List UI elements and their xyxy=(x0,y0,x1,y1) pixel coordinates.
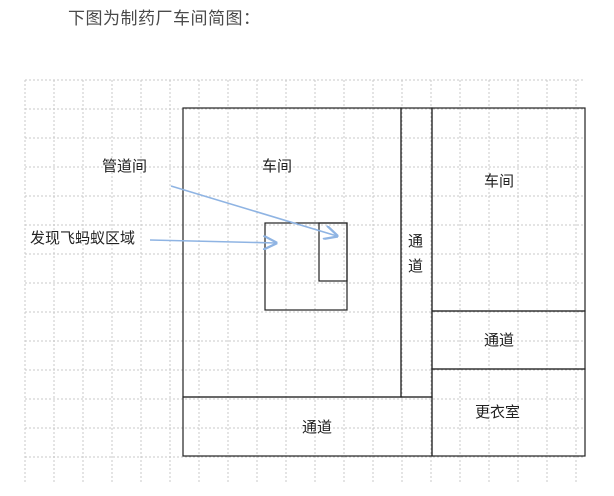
corridor-vertical-outline xyxy=(400,107,433,398)
arrow-pipe-room xyxy=(170,185,337,236)
label-workshop-right: 车间 xyxy=(484,172,514,190)
background-grid xyxy=(24,79,585,484)
label-corridor-vertical-2: 道 xyxy=(408,257,423,275)
mosquito-area-box xyxy=(318,222,348,282)
floor-plan-walls xyxy=(182,107,586,457)
left-building-outline xyxy=(182,107,402,398)
label-mosquito-area: 发现飞蚂蚁区域 xyxy=(30,229,135,247)
page-title: 下图为制药厂车间简图： xyxy=(68,9,261,29)
label-corridor-right: 通道 xyxy=(484,331,514,349)
label-changing-room: 更衣室 xyxy=(475,403,520,421)
bottom-corridor-outline xyxy=(182,396,433,457)
label-pipe-room: 管道间 xyxy=(102,157,147,175)
label-corridor-bottom: 通道 xyxy=(302,418,332,436)
label-corridor-vertical-1: 通 xyxy=(408,232,423,250)
arrows xyxy=(149,185,337,243)
label-workshop-left: 车间 xyxy=(262,157,292,175)
arrow-mosquito-area xyxy=(149,240,276,243)
